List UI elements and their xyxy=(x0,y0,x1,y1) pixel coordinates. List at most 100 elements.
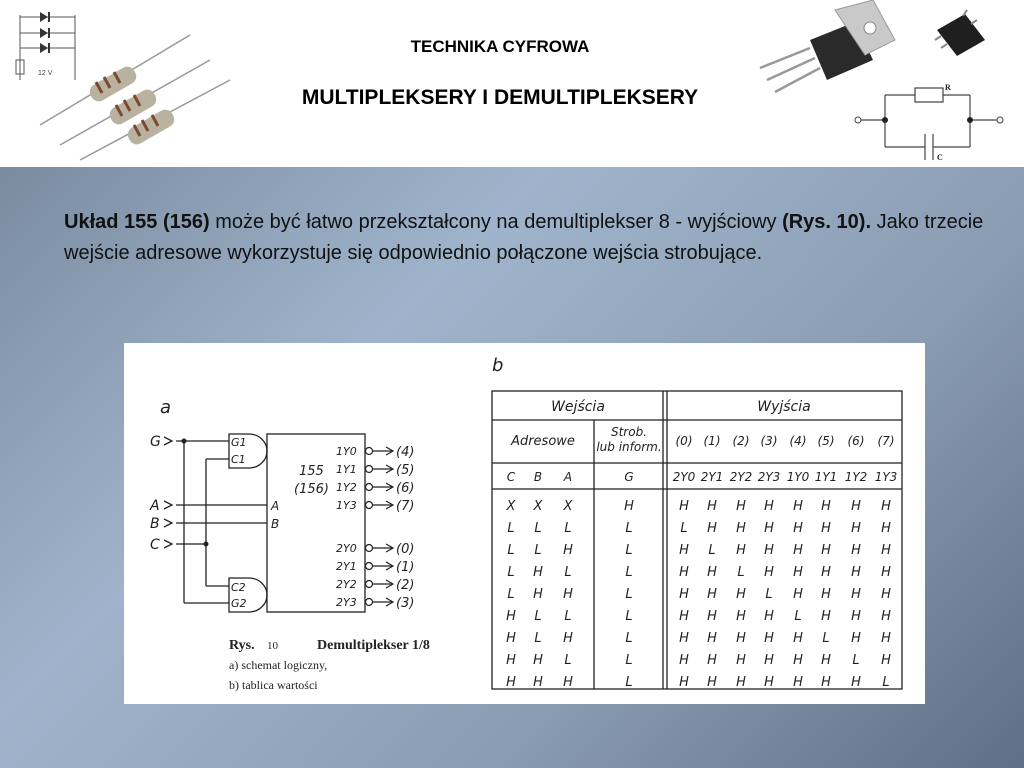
input-label-c: C xyxy=(150,537,160,553)
table-cell: L xyxy=(765,587,772,602)
output-arrow xyxy=(385,464,395,474)
table-header-address: Adresowe xyxy=(510,434,575,449)
table-cell: H xyxy=(679,653,689,668)
inverter-bubble xyxy=(364,500,374,510)
table-cell: H xyxy=(707,565,717,580)
output-number-label: (3) xyxy=(396,596,414,611)
table-cell: H xyxy=(707,631,717,646)
table-cell: H xyxy=(764,565,774,580)
chip-output-label: 1Y0 xyxy=(336,445,357,458)
table-cell: H xyxy=(764,521,774,536)
table-cell: H xyxy=(881,631,891,646)
table-cell: L xyxy=(625,675,632,690)
chip-output-label: 1Y3 xyxy=(336,499,357,512)
chip-output-label: 2Y2 xyxy=(336,578,357,591)
table-cell: L xyxy=(534,609,541,624)
table-cell: H xyxy=(793,587,803,602)
table-cell: H xyxy=(506,675,516,690)
chip-input-b: B xyxy=(271,517,279,531)
column-header: 2Y0 xyxy=(673,470,696,484)
figure-demultiplexer: a b xyxy=(124,343,925,704)
table-cell: L xyxy=(564,653,571,668)
output-number-header: (0) xyxy=(676,434,693,448)
caption-number: 10 xyxy=(267,640,279,652)
figure-svg: a b xyxy=(149,355,903,692)
table-cell: H xyxy=(764,609,774,624)
table-cell: L xyxy=(625,587,632,602)
table-cell: H xyxy=(679,499,689,514)
output-number-header: (2) xyxy=(733,434,750,448)
gate2-pin-c2: C2 xyxy=(231,581,246,594)
table-cell: H xyxy=(533,587,543,602)
table-cell: L xyxy=(564,565,571,580)
column-header: 1Y0 xyxy=(787,470,810,484)
column-header: B xyxy=(534,470,542,484)
table-cell: H xyxy=(821,565,831,580)
table-cell: H xyxy=(736,631,746,646)
table-cell: H xyxy=(679,587,689,602)
table-cell: H xyxy=(851,521,861,536)
table-cell: H xyxy=(821,653,831,668)
table-cell: L xyxy=(507,565,514,580)
chip-output-label: 2Y3 xyxy=(336,596,357,609)
column-header: A xyxy=(563,470,572,484)
table-cell: H xyxy=(881,653,891,668)
table-cell: L xyxy=(852,653,859,668)
table-cell: H xyxy=(736,609,746,624)
table-cell: L xyxy=(625,631,632,646)
table-cell: L xyxy=(564,609,571,624)
table-cell: H xyxy=(851,499,861,514)
gate2-pin-g2: G2 xyxy=(231,597,247,610)
output-arrow xyxy=(385,543,395,553)
table-cell: H xyxy=(881,587,891,602)
output-arrow xyxy=(385,597,395,607)
column-header: 1Y2 xyxy=(845,470,868,484)
table-border xyxy=(491,390,903,690)
inverter-bubble xyxy=(364,464,374,474)
paragraph-bold-2: (Rys. 10). xyxy=(782,211,872,233)
logic-schematic: a b xyxy=(149,355,503,692)
table-cell: H xyxy=(764,631,774,646)
table-cell: X xyxy=(506,499,517,514)
output-number-header: (5) xyxy=(818,434,835,448)
table-cell: H xyxy=(679,675,689,690)
slide-paragraph: Układ 155 (156) może być łatwo przekszta… xyxy=(64,207,1009,269)
output-number-header: (6) xyxy=(848,434,865,448)
table-header-outputs: Wyjścia xyxy=(757,399,810,415)
table-cell: H xyxy=(736,521,746,536)
table-cell: H xyxy=(764,543,774,558)
figure-label-b: b xyxy=(492,355,503,376)
table-cell: L xyxy=(534,543,541,558)
table-cell: H xyxy=(851,587,861,602)
table-cell: H xyxy=(793,675,803,690)
output-number-label: (4) xyxy=(396,445,414,460)
table-cell: H xyxy=(506,653,516,668)
table-cell: L xyxy=(680,521,687,536)
table-cell: H xyxy=(793,499,803,514)
column-header: 1Y3 xyxy=(875,470,898,484)
table-cell: H xyxy=(707,675,717,690)
column-header: 2Y2 xyxy=(730,470,753,484)
table-cell: H xyxy=(707,521,717,536)
table-cell: H xyxy=(563,631,573,646)
table-cell: H xyxy=(506,631,516,646)
table-cell: L xyxy=(534,521,541,536)
table-cell: L xyxy=(625,609,632,624)
table-cell: H xyxy=(793,565,803,580)
table-cell: H xyxy=(533,565,543,580)
slide-subtitle: MULTIPLEKSERY I DEMULTIPLEKSERY xyxy=(301,86,699,109)
table-cell: X xyxy=(533,499,544,514)
table-cell: L xyxy=(564,521,571,536)
table-cell: H xyxy=(736,543,746,558)
column-header: 1Y1 xyxy=(815,470,838,484)
table-cell: L xyxy=(822,631,829,646)
chip-name-alt: (156) xyxy=(294,482,329,497)
input-label-b: B xyxy=(150,516,160,532)
table-cell: H xyxy=(736,499,746,514)
table-cell: L xyxy=(708,543,715,558)
table-cell: H xyxy=(563,675,573,690)
table-cell: H xyxy=(851,543,861,558)
output-number-label: (6) xyxy=(396,481,414,496)
chip-output-label: 2Y1 xyxy=(336,560,357,573)
